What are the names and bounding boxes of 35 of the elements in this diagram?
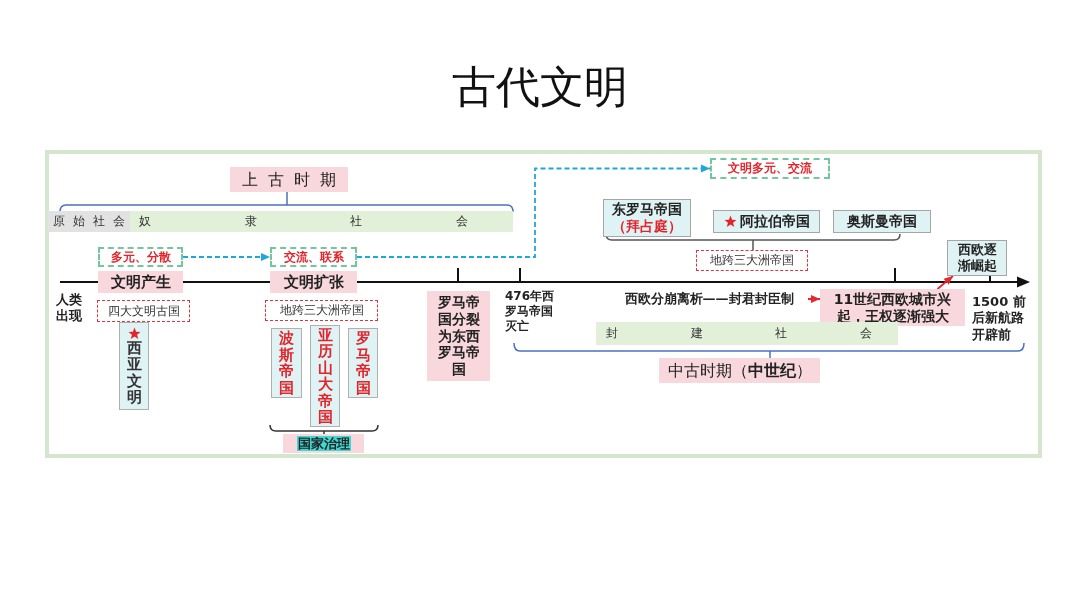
arrow bbox=[936, 275, 954, 290]
event-box: 罗马帝国分裂为东西罗马帝国 bbox=[427, 291, 490, 381]
stage-tag: 文明扩张 bbox=[270, 271, 357, 293]
dashed-note-box: 地跨三大洲帝国 bbox=[696, 250, 808, 271]
stage-tag: 文明产生 bbox=[98, 271, 183, 293]
dashed-note-box: 地跨三大洲帝国 bbox=[265, 300, 378, 321]
dashed-note-box: 交流、联系 bbox=[270, 247, 357, 267]
title: 古代文明 bbox=[451, 60, 629, 114]
society-band: 原始社会 bbox=[48, 211, 130, 232]
topic-tag: 国家治理 bbox=[283, 434, 364, 453]
civilization-box bbox=[119, 322, 149, 410]
arrow bbox=[807, 295, 821, 303]
note-text: 1500 前后新航路开辟前 bbox=[972, 294, 1027, 343]
dashed-arrow bbox=[356, 164, 711, 258]
society-band: 奴隶社会 bbox=[130, 211, 513, 232]
empire-box bbox=[603, 199, 691, 237]
dashed-arrow bbox=[182, 253, 271, 261]
note-text: 人类出现 bbox=[56, 292, 83, 325]
society-band: 封建社会 bbox=[596, 322, 898, 345]
period-tag: 上古时期 bbox=[230, 167, 348, 192]
period-tag: 中古时期（中世纪） bbox=[659, 358, 820, 383]
empire-box: 亚历山大帝国 bbox=[310, 325, 340, 427]
dashed-note-box: 文明多元、交流 bbox=[710, 158, 830, 179]
dashed-note-box: 多元、分散 bbox=[98, 247, 183, 267]
empire-box bbox=[713, 210, 820, 233]
empire-box: 奥斯曼帝国 bbox=[833, 210, 931, 233]
event-text: 西欧分崩离析——封君封臣制 bbox=[610, 290, 808, 308]
empire-name: 阿拉伯帝国 bbox=[739, 213, 810, 230]
outcome-box: 西欧逐渐崛起 bbox=[947, 240, 1007, 276]
empire-subtitle: （拜占庭） bbox=[612, 218, 682, 235]
empire-name: 东罗马帝国 bbox=[612, 201, 682, 218]
civilization-name: 西亚文明 bbox=[125, 339, 143, 406]
note-text: 476年西罗马帝国灭亡 bbox=[505, 289, 556, 334]
empire-box: 罗马帝国 bbox=[348, 328, 378, 398]
empire-box: 波斯帝国 bbox=[271, 328, 302, 398]
